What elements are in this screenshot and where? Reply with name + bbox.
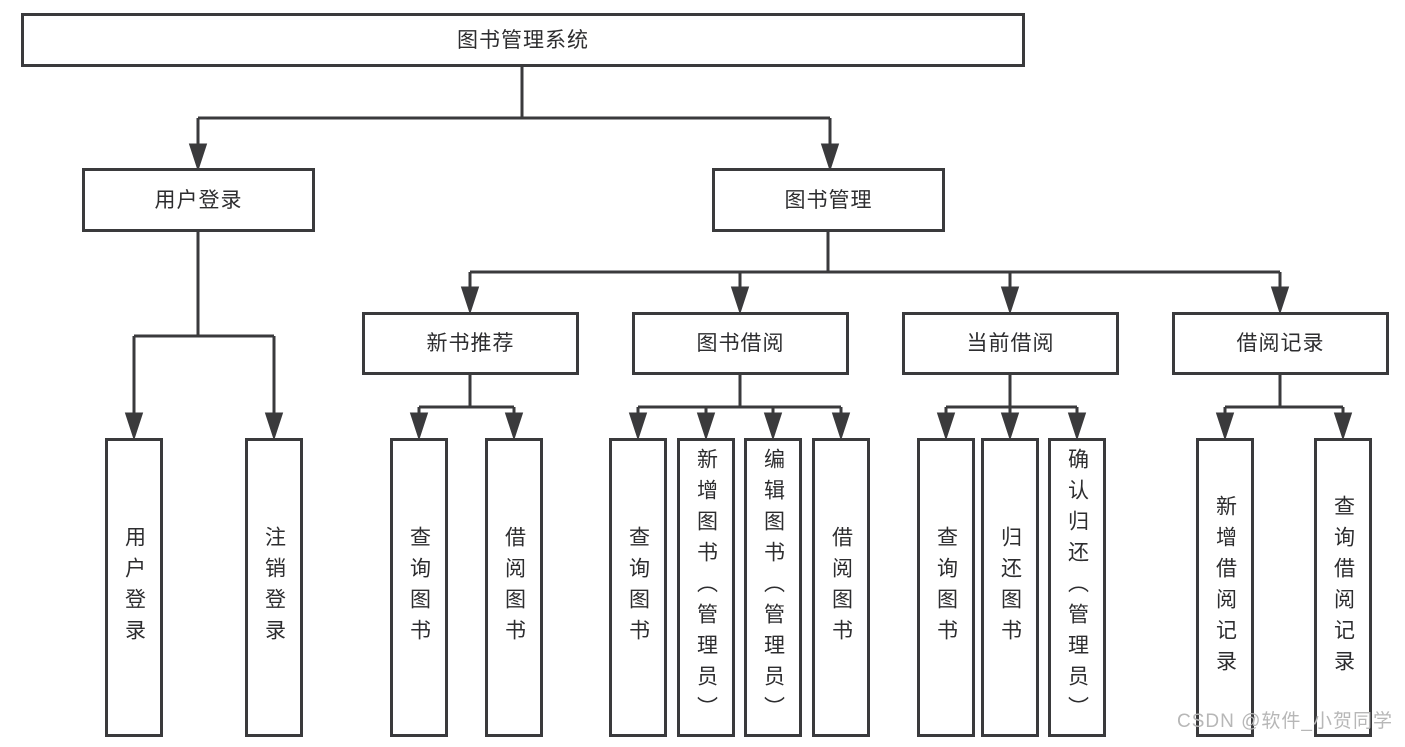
arrowhead bbox=[409, 412, 429, 441]
arrowhead bbox=[188, 143, 208, 172]
arrowhead bbox=[1215, 412, 1235, 441]
node-borrowing-records: 借阅记录 bbox=[1172, 312, 1389, 375]
leaf-borrowing-edit-books-admin: 编辑图书（管理员） bbox=[744, 438, 802, 737]
node-root-library-management-system: 图书管理系统 bbox=[21, 13, 1025, 67]
leaf-user-login: 用户登录 bbox=[105, 438, 163, 737]
arrowhead bbox=[730, 286, 750, 315]
leaf-records-query-borrow-record: 查询借阅记录 bbox=[1314, 438, 1372, 737]
leaf-newrec-query-books: 查询图书 bbox=[390, 438, 448, 737]
arrowhead bbox=[1000, 412, 1020, 441]
arrowhead bbox=[504, 412, 524, 441]
arrowhead bbox=[1270, 286, 1290, 315]
connector-arrowheads bbox=[124, 143, 1353, 441]
node-new-book-recommendation: 新书推荐 bbox=[362, 312, 579, 375]
leaf-current-confirm-return-admin: 确认归还（管理员） bbox=[1048, 438, 1106, 737]
arrowhead bbox=[831, 412, 851, 441]
csdn-watermark: CSDN @软件_小贺同学 bbox=[1177, 711, 1393, 732]
leaf-records-add-borrow-record: 新增借阅记录 bbox=[1196, 438, 1254, 737]
arrowhead bbox=[696, 412, 716, 441]
connector-segments bbox=[132, 67, 1345, 416]
arrowhead bbox=[820, 143, 840, 172]
arrowhead bbox=[936, 412, 956, 441]
arrowhead bbox=[1067, 412, 1087, 441]
node-current-borrowing: 当前借阅 bbox=[902, 312, 1119, 375]
leaf-logout-login: 注销登录 bbox=[245, 438, 303, 737]
arrowhead bbox=[1333, 412, 1353, 441]
leaf-borrowing-query-books: 查询图书 bbox=[609, 438, 667, 737]
leaf-newrec-borrow-books: 借阅图书 bbox=[485, 438, 543, 737]
arrowhead bbox=[763, 412, 783, 441]
node-book-management: 图书管理 bbox=[712, 168, 945, 232]
node-user-login: 用户登录 bbox=[82, 168, 315, 232]
arrowhead bbox=[124, 412, 144, 441]
leaf-current-query-books: 查询图书 bbox=[917, 438, 975, 737]
arrowhead bbox=[460, 286, 480, 315]
arrowhead bbox=[628, 412, 648, 441]
arrowhead bbox=[1000, 286, 1020, 315]
node-book-borrowing: 图书借阅 bbox=[632, 312, 849, 375]
leaf-borrowing-add-books-admin: 新增图书（管理员） bbox=[677, 438, 735, 737]
leaf-borrowing-borrow-books: 借阅图书 bbox=[812, 438, 870, 737]
arrowhead bbox=[264, 412, 284, 441]
leaf-current-return-books: 归还图书 bbox=[981, 438, 1039, 737]
